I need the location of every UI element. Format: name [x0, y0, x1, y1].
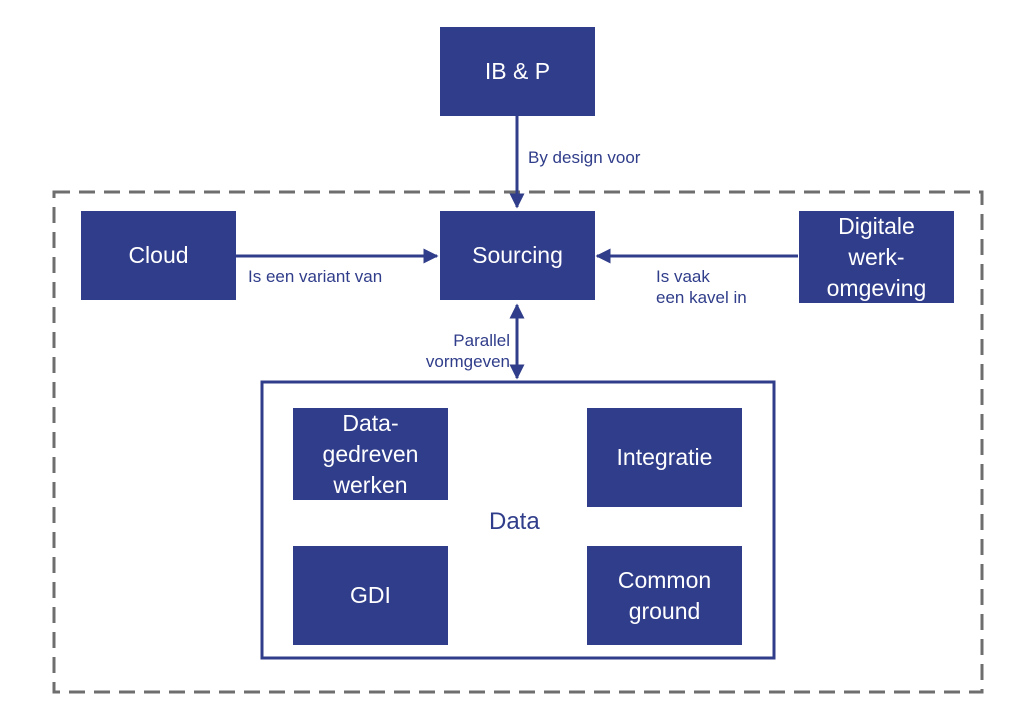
edge-label-by-design: By design voor [528, 148, 641, 167]
edge-label-variant: Is een variant van [248, 267, 383, 286]
edge-label-kavel: Is vaak een kavel in [656, 266, 747, 308]
node-integratie: Integratie [587, 408, 742, 507]
node-sourcing-label: Sourcing [472, 242, 563, 268]
node-gdi-label: GDI [350, 582, 391, 608]
node-digitale-werkomgeving: Digitale werk- omgeving [799, 211, 954, 303]
edge-label-kavel-line-1: Is vaak [656, 267, 710, 286]
node-cloud: Cloud [81, 211, 236, 300]
node-data-gedreven-werken: Data- gedreven werken [293, 408, 448, 500]
data-group-title: Data [489, 508, 540, 535]
edge-label-parallel-line-1: Parallel [453, 331, 510, 350]
node-digitale-line-3: omgeving [826, 274, 927, 301]
node-cloud-label: Cloud [128, 242, 189, 268]
node-digitale-line-1: Digitale [838, 212, 915, 239]
node-common-ground-line-2: ground [628, 597, 701, 624]
node-common-ground: Common ground [587, 546, 742, 645]
edge-label-parallel: Parallel vormgeven [410, 330, 510, 372]
node-sourcing: Sourcing [440, 211, 595, 300]
node-gdi: GDI [293, 546, 448, 645]
node-ibp-label: IB & P [484, 58, 551, 84]
node-common-ground-line-1: Common [617, 566, 712, 593]
node-data-gedreven-line-2: gedreven [322, 440, 419, 467]
node-integratie-label: Integratie [616, 444, 713, 470]
edge-label-parallel-line-2: vormgeven [425, 352, 510, 371]
node-data-gedreven-line-3: werken [333, 471, 408, 498]
node-ibp: IB & P [440, 27, 595, 116]
node-digitale-line-2: werk- [848, 243, 905, 270]
node-data-gedreven-line-1: Data- [342, 409, 399, 436]
edge-label-kavel-line-2: een kavel in [656, 288, 747, 307]
